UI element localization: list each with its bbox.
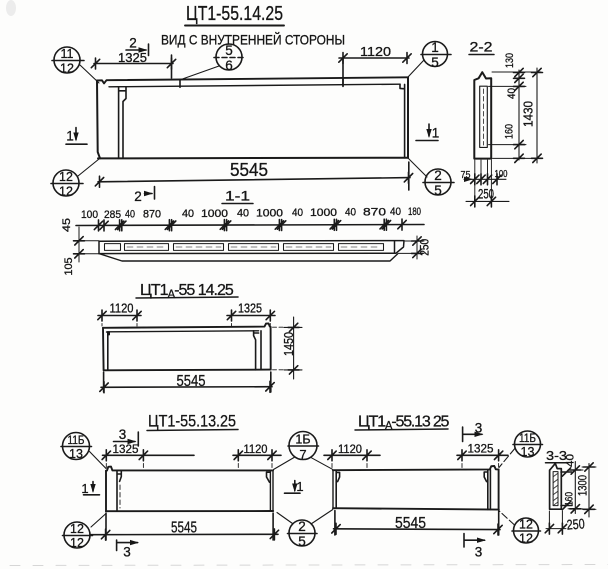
svg-text:100: 100 [81, 209, 98, 221]
svg-text:100: 100 [495, 168, 508, 180]
svg-text:40: 40 [390, 206, 401, 218]
svg-text:6: 6 [225, 58, 233, 73]
svg-text:1325: 1325 [468, 442, 494, 456]
svg-text:285: 285 [104, 209, 121, 221]
svg-text:5545: 5545 [171, 520, 197, 537]
svg-text:3: 3 [119, 427, 127, 442]
svg-text:12: 12 [70, 522, 84, 536]
svg-text:5545: 5545 [230, 160, 268, 180]
svg-text:5: 5 [434, 183, 442, 198]
svg-text:1: 1 [66, 129, 74, 144]
svg-text:ЦТ1А-55 14.25: ЦТ1А-55 14.25 [140, 282, 234, 301]
svg-text:3: 3 [475, 545, 483, 560]
svg-text:250: 250 [478, 187, 494, 202]
svg-text:5545: 5545 [177, 373, 206, 390]
svg-text:870: 870 [143, 209, 161, 221]
svg-text:13: 13 [521, 445, 535, 459]
svg-text:5545: 5545 [395, 515, 426, 532]
svg-text:3: 3 [475, 421, 483, 436]
svg-text:1450: 1450 [282, 332, 296, 356]
svg-text:5: 5 [298, 534, 306, 549]
svg-text:40: 40 [237, 208, 249, 220]
svg-text:130: 130 [504, 53, 516, 68]
svg-text:1000: 1000 [201, 208, 228, 220]
svg-text:1000: 1000 [256, 208, 283, 220]
svg-text:1: 1 [296, 479, 303, 494]
svg-text:12: 12 [519, 518, 533, 532]
svg-text:2: 2 [134, 189, 142, 204]
svg-text:40: 40 [125, 209, 135, 221]
svg-text:870: 870 [363, 207, 386, 219]
svg-text:11Б: 11Б [519, 433, 536, 445]
svg-text:12: 12 [70, 536, 84, 550]
svg-text:3-3: 3-3 [546, 448, 567, 463]
svg-text:2: 2 [129, 36, 137, 51]
svg-text:12: 12 [519, 532, 533, 546]
svg-text:5: 5 [225, 43, 233, 58]
svg-text:45: 45 [61, 218, 73, 232]
svg-text:40: 40 [565, 454, 577, 467]
svg-text:ЦТ1А-55.13 25: ЦТ1А-55.13 25 [358, 414, 450, 433]
svg-text:105: 105 [63, 258, 75, 276]
svg-text:40: 40 [506, 88, 518, 99]
svg-text:ВИД С ВНУТРЕННЕЙ СТОРОНЫ: ВИД С ВНУТРЕННЕЙ СТОРОНЫ [161, 31, 345, 48]
svg-text:250: 250 [420, 239, 432, 256]
svg-text:ЦТ1-55.13.25: ЦТ1-55.13.25 [148, 413, 236, 431]
svg-text:75: 75 [461, 169, 471, 181]
svg-text:1120: 1120 [360, 45, 391, 59]
svg-text:11Б: 11Б [68, 435, 85, 447]
svg-text:1: 1 [81, 481, 88, 496]
svg-text:40: 40 [292, 207, 303, 219]
svg-text:12: 12 [59, 185, 73, 199]
svg-text:160: 160 [504, 124, 516, 139]
svg-text:1120: 1120 [110, 302, 134, 316]
svg-text:250: 250 [566, 515, 585, 532]
svg-text:160: 160 [564, 492, 576, 506]
svg-text:2: 2 [434, 168, 442, 183]
svg-text:13: 13 [69, 447, 83, 461]
svg-text:1300: 1300 [576, 475, 590, 496]
svg-text:1120: 1120 [338, 442, 362, 456]
svg-text:40: 40 [182, 208, 194, 220]
svg-text:1-1: 1-1 [225, 189, 250, 204]
svg-text:12: 12 [60, 62, 74, 76]
svg-text:7: 7 [299, 447, 306, 462]
svg-text:1000: 1000 [310, 207, 337, 219]
svg-text:12: 12 [59, 170, 73, 184]
svg-text:1: 1 [431, 40, 439, 55]
svg-text:5: 5 [431, 55, 439, 70]
svg-text:1430: 1430 [522, 101, 536, 127]
svg-text:1325: 1325 [113, 442, 139, 456]
svg-text:2-2: 2-2 [470, 40, 493, 55]
svg-text:11: 11 [61, 47, 74, 61]
svg-text:3: 3 [123, 545, 131, 560]
svg-text:1: 1 [432, 126, 440, 141]
svg-text:1325: 1325 [118, 51, 147, 65]
svg-text:ЦТ1-55.14.25: ЦТ1-55.14.25 [186, 3, 283, 25]
svg-text:180: 180 [408, 206, 421, 218]
svg-text:2: 2 [298, 519, 306, 534]
svg-text:1Б: 1Б [295, 433, 310, 447]
svg-text:1325: 1325 [238, 302, 262, 316]
svg-text:40: 40 [345, 207, 356, 219]
svg-text:1120: 1120 [244, 442, 268, 456]
